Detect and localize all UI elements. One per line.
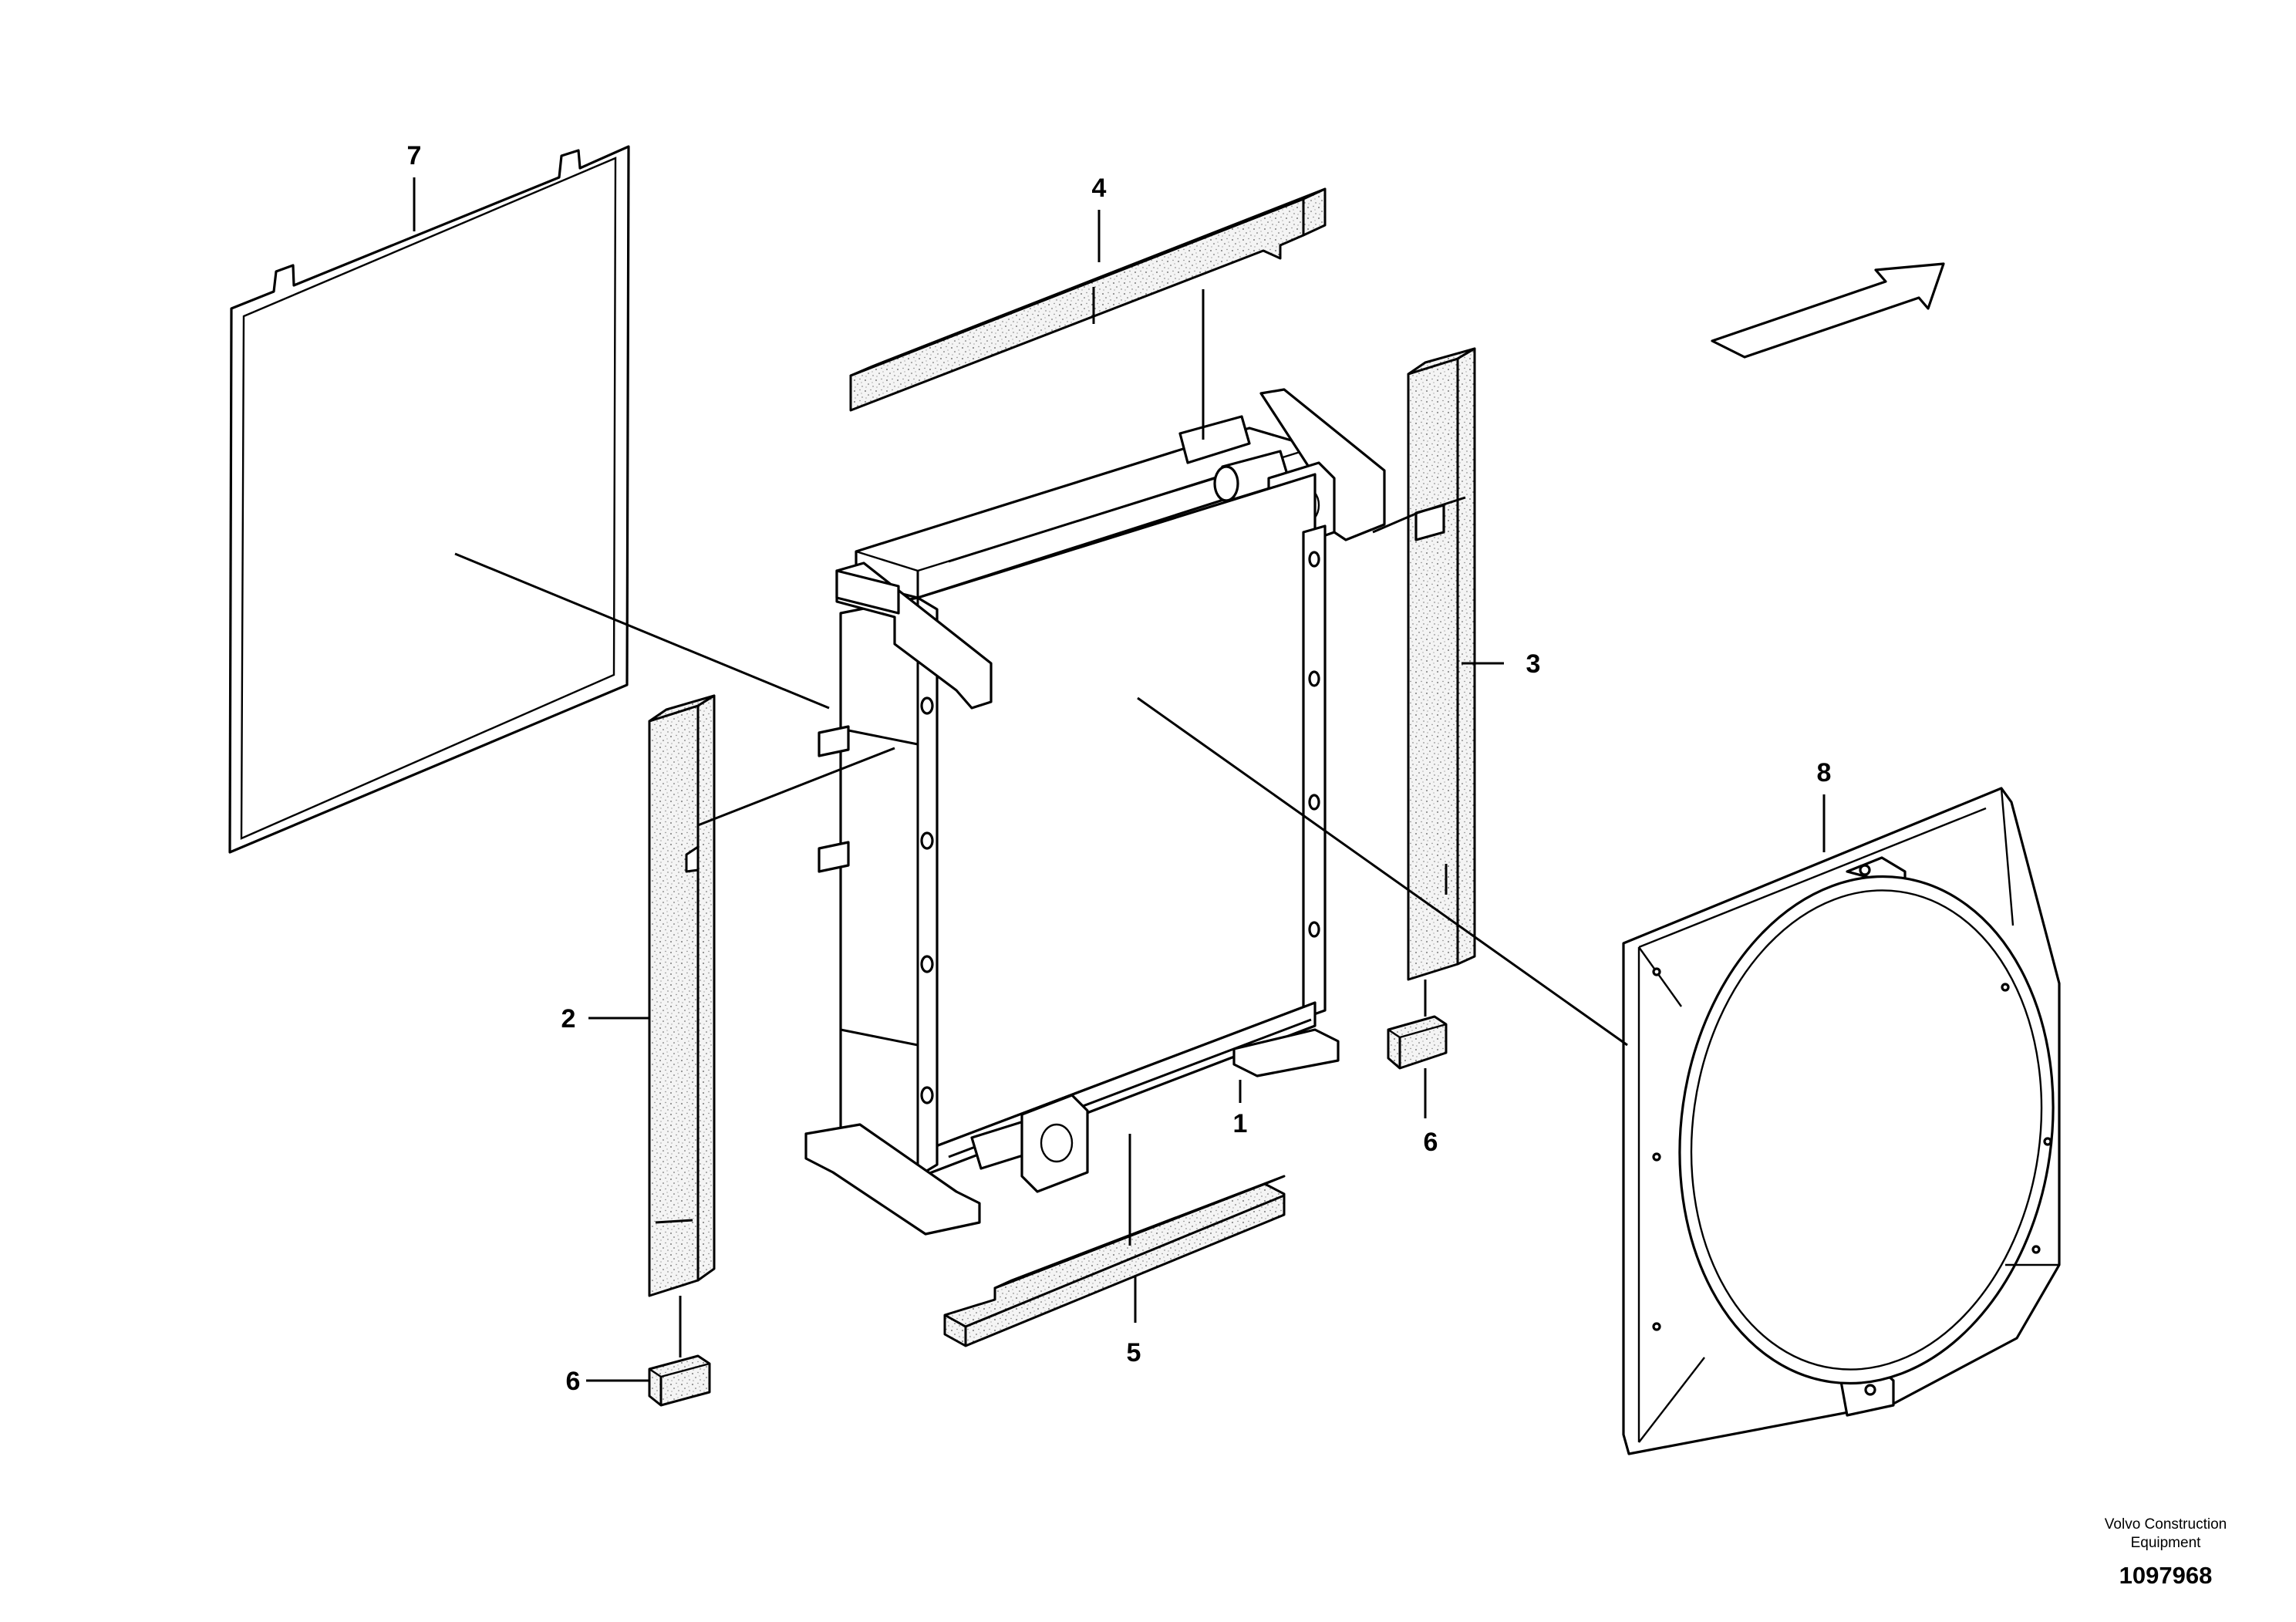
leader-lines	[413, 177, 1826, 1382]
foam-strip-part-5	[943, 1175, 1286, 1347]
callout-5: 5	[1127, 1338, 1141, 1367]
foam-strip-part-3	[1407, 347, 1476, 981]
brand-footer: Volvo Construction Equipment 1097968	[2105, 1516, 2227, 1589]
callout-6-left: 6	[566, 1367, 581, 1396]
shroud-mounting-holes	[1652, 864, 2052, 1396]
foam-block-part-6-right	[1387, 1015, 1448, 1070]
foam-strip-part-4	[849, 187, 1327, 412]
callout-6-right: 6	[1424, 1128, 1438, 1157]
direction-arrow-icon	[1711, 262, 1945, 359]
callout-8: 8	[1817, 758, 1832, 787]
foam-block-part-6-left	[648, 1354, 711, 1407]
foam-strip-part-2	[648, 694, 716, 1297]
brand-line-2: Equipment	[2131, 1535, 2202, 1551]
callout-4: 4	[1092, 174, 1107, 203]
fan-shroud-part-8	[1622, 787, 2061, 1455]
document-number: 1097968	[2119, 1562, 2213, 1589]
callout-2: 2	[561, 1004, 576, 1034]
brand-line-1: Volvo Construction	[2105, 1516, 2227, 1533]
callout-1: 1	[1233, 1109, 1248, 1138]
callout-7: 7	[407, 141, 422, 170]
right-rail-bolts	[1308, 551, 1320, 938]
gasket-sheet-part-7	[228, 145, 630, 854]
left-tank-bolts	[920, 696, 934, 1104]
callout-labels: 7 4 3 8 2 1 6 5 6	[407, 141, 1832, 1396]
callout-3: 3	[1526, 649, 1541, 679]
radiator-assembly-part-1	[804, 388, 1386, 1236]
